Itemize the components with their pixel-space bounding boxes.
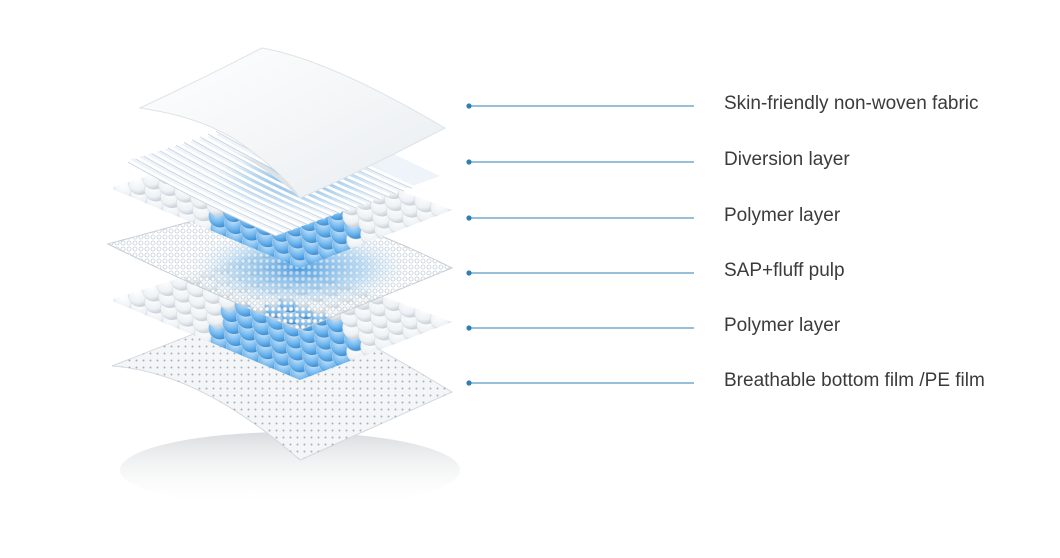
fiber-shade: [191, 139, 341, 214]
fiber-shade: [175, 144, 325, 220]
polymer-bead: [430, 195, 452, 219]
layer-label: SAP+fluff pulp: [724, 260, 845, 281]
fiber-strand: [166, 144, 318, 222]
layer-label: Diversion layer: [724, 149, 850, 170]
fiber-shade: [159, 150, 309, 226]
leader-dot: [466, 380, 472, 386]
leader-dot: [466, 270, 472, 276]
layer-label: Skin-friendly non-woven fabric: [724, 93, 979, 114]
fiber-strand: [134, 155, 286, 233]
fiber-shade: [151, 153, 301, 228]
ground-shadow: [120, 432, 460, 508]
leader-lines: [466, 103, 694, 386]
fiber-strand: [190, 136, 342, 214]
fiber-shade: [199, 136, 349, 212]
leader-dot: [466, 103, 472, 109]
layer-label: Polymer layer: [724, 205, 841, 226]
fiber-strand: [174, 141, 326, 219]
fiber-shade: [135, 158, 285, 234]
fiber-strand: [126, 158, 278, 236]
fiber-strand: [158, 147, 310, 225]
leader-dot: [466, 159, 472, 165]
fiber-strand: [150, 150, 302, 228]
polymer-bead: [430, 307, 452, 331]
fiber-shade: [183, 142, 333, 217]
leader-dot: [466, 215, 472, 221]
fiber-shade: [143, 156, 293, 231]
fiber-strand: [182, 138, 334, 216]
fiber-shade: [127, 161, 277, 237]
fiber-shade: [167, 147, 317, 223]
non-woven-fabric-sheet-icon: [138, 47, 447, 199]
leader-dot: [466, 325, 472, 331]
fiber-strand: [142, 152, 294, 230]
layer-label: Breathable bottom film /PE film: [724, 370, 985, 391]
layer-label: Polymer layer: [724, 315, 841, 336]
